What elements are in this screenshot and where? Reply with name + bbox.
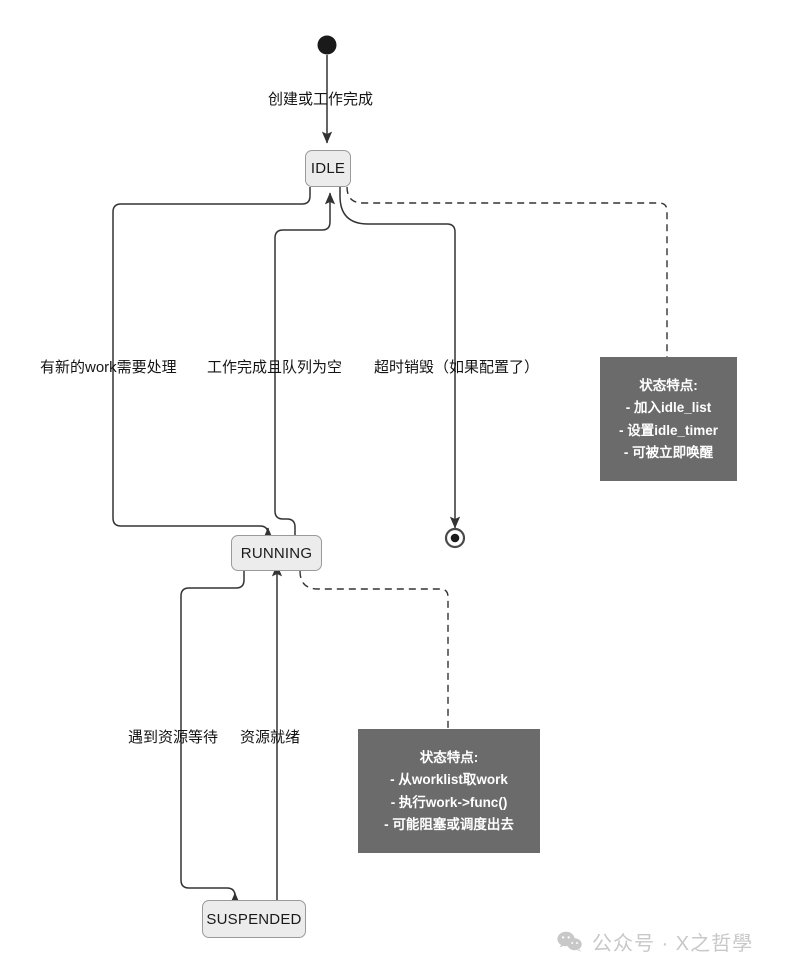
state-node-idle[interactable]: IDLE	[305, 150, 351, 187]
note-box-running: 状态特点: - 从worklist取work - 执行work->func() …	[358, 729, 540, 853]
end-node-inner-dot	[450, 533, 460, 543]
note-title: 状态特点:	[639, 377, 698, 393]
note-item: - 执行work->func()	[390, 794, 508, 810]
watermark-text: 公众号 · X之哲學	[592, 933, 754, 955]
state-label-idle: IDLE	[310, 160, 346, 177]
transition-label-create: 创建或工作完成	[268, 91, 374, 108]
transition-label-queue-empty: 工作完成且队列为空	[207, 359, 343, 376]
edge-running-to-idle	[274, 192, 336, 535]
transition-label-new-work: 有新的work需要处理	[40, 359, 177, 376]
transition-label-timeout-destroy: 超时销毁（如果配置了）	[374, 359, 540, 376]
note-title: 状态特点:	[419, 749, 479, 765]
note-connector-running	[299, 570, 449, 729]
state-label-running: RUNNING	[240, 544, 313, 562]
note-item: - 可被立即唤醒	[623, 445, 714, 460]
note-item: - 设置idle_timer	[618, 422, 719, 438]
state-node-suspended[interactable]: SUSPENDED	[202, 900, 306, 938]
state-node-running[interactable]: RUNNING	[231, 535, 322, 571]
end-node-outer-ring	[444, 527, 466, 549]
wechat-icon	[557, 931, 583, 953]
transition-label-resource-wait: 遇到资源等待	[128, 729, 219, 746]
note-item: - 可能阻塞或调度出去	[384, 817, 514, 832]
edge-idle-to-running	[112, 187, 311, 540]
start-node	[317, 35, 337, 55]
note-box-idle: 状态特点: - 加入idle_list - 设置idle_timer - 可被立…	[600, 357, 737, 481]
edge-idle-to-end	[339, 187, 461, 529]
state-label-suspended: SUSPENDED	[206, 910, 302, 928]
transition-label-resource-ready: 资源就绪	[240, 729, 301, 746]
note-connector-idle	[346, 186, 668, 357]
watermark: 公众号 · X之哲學	[557, 927, 753, 956]
edge-running-to-suspended	[180, 571, 245, 905]
note-item: - 加入idle_list	[625, 400, 712, 415]
note-item: - 从worklist取work	[390, 772, 508, 787]
